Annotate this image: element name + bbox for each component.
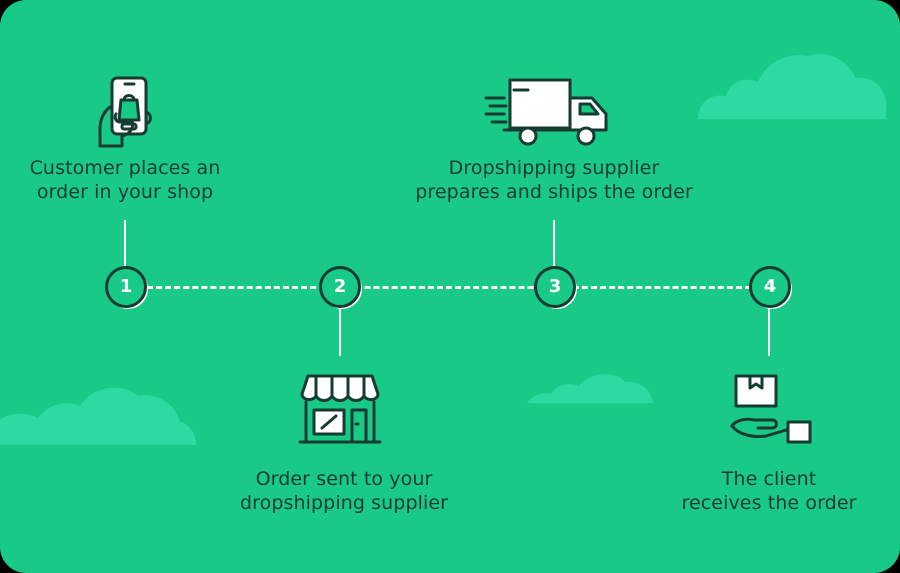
step-4-node: 4 xyxy=(749,266,792,309)
cloud-decoration-left xyxy=(0,387,196,445)
delivery-truck-icon xyxy=(484,78,608,146)
step-4-text-line-2: receives the order xyxy=(681,492,857,514)
step-4-number: 4 xyxy=(749,266,791,308)
step-4-connector xyxy=(768,308,770,356)
step-3-node: 3 xyxy=(534,266,577,309)
step-2-node: 2 xyxy=(319,266,362,309)
step-3-text-line-2: prepares and ships the order xyxy=(415,181,693,203)
timeline-dashed-line xyxy=(147,286,751,289)
step-3-text-line-1: Dropshipping supplier xyxy=(448,157,660,179)
step-2-description: Order sent to your dropshipping supplier xyxy=(219,467,469,515)
step-3-description: Dropshipping supplier prepares and ships… xyxy=(404,156,704,204)
step-1-description: Customer places an order in your shop xyxy=(15,156,235,204)
step-1-text-line-2: order in your shop xyxy=(36,181,214,203)
step-2-text-line-1: Order sent to your xyxy=(255,468,433,490)
step-3-connector xyxy=(553,220,555,266)
storefront-icon xyxy=(298,374,382,444)
step-4-text-line-1: The client xyxy=(721,468,817,490)
cloud-decoration-top-right xyxy=(698,54,886,119)
step-4-description: The client receives the order xyxy=(664,467,874,515)
step-3-number: 3 xyxy=(534,266,576,308)
smartphone-shopping-bag-icon xyxy=(98,76,152,148)
step-2-text-line-2: dropshipping supplier xyxy=(239,492,449,514)
step-2-connector xyxy=(339,308,341,356)
step-1-number: 1 xyxy=(105,266,147,308)
step-1-connector xyxy=(124,220,126,266)
step-2-number: 2 xyxy=(319,266,361,308)
hand-receiving-package-icon xyxy=(730,374,812,444)
step-1-text-line-1: Customer places an xyxy=(29,157,221,179)
cloud-decoration-center xyxy=(527,374,653,403)
step-1-node: 1 xyxy=(105,266,148,309)
